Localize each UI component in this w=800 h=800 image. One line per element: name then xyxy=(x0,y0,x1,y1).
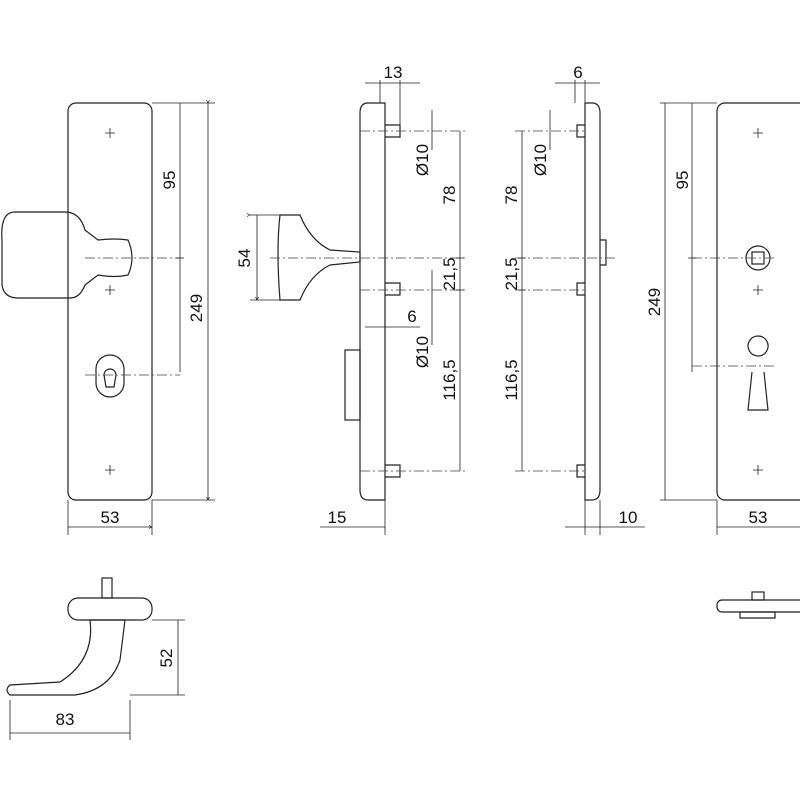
dim-116-5: 116,5 xyxy=(440,359,459,400)
knob-side xyxy=(277,214,361,301)
front-view-right: 95 249 53 xyxy=(645,102,800,535)
dim-78: 78 xyxy=(440,186,459,205)
dim-95-right: 95 xyxy=(673,171,692,190)
dim-78-right: 78 xyxy=(502,186,521,205)
dim-21-5-right: 21,5 xyxy=(502,257,521,290)
escutcheon-plate-back xyxy=(716,102,800,501)
dim-15: 15 xyxy=(328,508,347,527)
dim-83: 83 xyxy=(56,710,75,729)
side-view-right: 6 Ø10 78 21,5 116,5 10 xyxy=(502,63,645,535)
knob xyxy=(1,211,133,299)
dim-95: 95 xyxy=(160,171,179,190)
knob-top-view: 52 83 xyxy=(6,577,185,740)
dim-21-5: 21,5 xyxy=(440,257,459,290)
dim-6: 6 xyxy=(407,307,416,326)
dim-dia-10-bottom: Ø10 xyxy=(413,336,432,368)
plate-side-right xyxy=(584,102,601,501)
dim-6-top: 6 xyxy=(573,63,582,82)
rose xyxy=(67,597,153,621)
dim-116-5-right: 116,5 xyxy=(502,359,521,400)
cross-marks xyxy=(105,128,115,475)
dim-dia-10: Ø10 xyxy=(531,144,550,176)
keyhole xyxy=(103,368,117,388)
escutcheon-plate xyxy=(67,102,153,501)
dim-10: 10 xyxy=(619,508,638,527)
side-view-left: 13 54 Ø10 Ø10 78 21,5 116,5 6 15 xyxy=(235,63,465,535)
keyhole-outline xyxy=(95,354,125,398)
dim-52: 52 xyxy=(157,649,176,668)
plate-side xyxy=(359,102,386,501)
dim-249-right: 249 xyxy=(645,288,664,316)
dim-53-right: 53 xyxy=(749,508,768,527)
front-view-left: 95 249 53 xyxy=(1,102,215,535)
spindle-top-view xyxy=(716,591,800,619)
dim-13: 13 xyxy=(384,63,403,82)
back-spindle xyxy=(751,591,765,601)
keyhole-back xyxy=(747,335,769,411)
dim-249: 249 xyxy=(187,294,206,322)
spindle xyxy=(101,577,113,599)
dim-53: 53 xyxy=(101,508,120,527)
knob-profile xyxy=(6,619,126,696)
back-rose xyxy=(716,599,800,613)
dim-dia-10-top: Ø10 xyxy=(413,144,432,176)
lock-housing xyxy=(344,349,361,421)
dim-54: 54 xyxy=(235,249,254,268)
